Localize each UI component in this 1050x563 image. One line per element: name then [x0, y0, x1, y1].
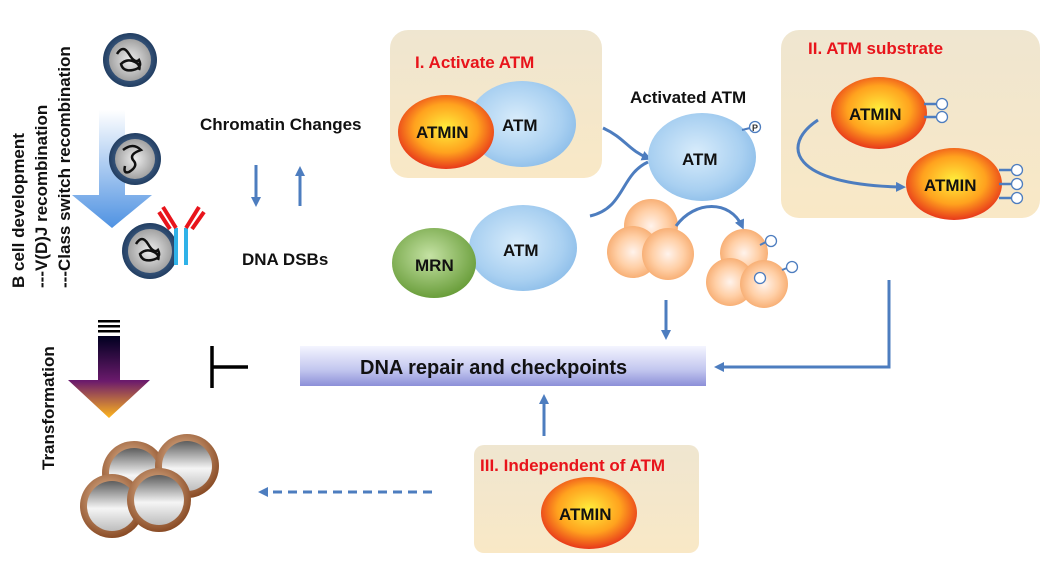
chromatin-dsb-arrows: [251, 165, 305, 207]
chromatin-squiggle: [115, 47, 142, 72]
b-cell-2: [109, 133, 161, 185]
atmin-node: [541, 477, 637, 549]
atmin-label: ATMIN: [416, 123, 469, 142]
phospho-icon: [748, 120, 762, 134]
atmin-node: [398, 95, 494, 169]
phospho-icon: [1010, 191, 1024, 205]
substrate-arrow: [796, 118, 906, 192]
repair-arrows: [258, 280, 891, 497]
atm-label: ATM: [503, 241, 539, 260]
atmin-node: [906, 148, 1002, 220]
repair-label: DNA repair and checkpoints: [360, 357, 627, 379]
phospho-icon: [764, 234, 778, 248]
atmin-label: ATMIN: [849, 105, 902, 124]
phospho-icon: [1010, 163, 1024, 177]
label-class-switch: ---Class switch recombination: [55, 46, 74, 288]
phospho-icon: [935, 110, 949, 124]
atm-node: [648, 113, 756, 201]
activation-arrows: [589, 126, 652, 218]
b-cell-3: [122, 223, 178, 279]
box1-title: I. Activate ATM: [415, 53, 534, 72]
label-b-cell-development: B cell development: [9, 133, 28, 288]
phospho-icon: [1010, 177, 1024, 191]
b-cell-development: B cell development ---V(D)J recombinatio…: [9, 33, 206, 288]
box3-title: III. Independent of ATM: [480, 456, 665, 475]
phospho-icon: [935, 97, 949, 111]
tumor-cell: [80, 474, 144, 538]
tumor-cells: [80, 434, 219, 538]
label-transformation: Transformation: [39, 346, 58, 470]
phospho-icon: [753, 271, 767, 285]
atmin-label: ATMIN: [924, 176, 977, 195]
phospho-group: [999, 163, 1024, 205]
b-cell-1: [103, 33, 157, 87]
mrn-atm-complex: ATM MRN: [392, 205, 577, 298]
tumor-cell: [127, 468, 191, 532]
chromatin-squiggle: [122, 144, 144, 174]
phospho-label: P: [752, 123, 758, 133]
atmin-node: [831, 77, 927, 149]
atm-node: [469, 205, 577, 291]
box-atm-substrate: II. ATM substrate ATMIN ATMIN: [781, 30, 1040, 220]
activated-atm: ATM P: [648, 113, 762, 201]
atmin-label: ATMIN: [559, 505, 612, 524]
box-independent-of-atm: III. Independent of ATM ATMIN: [474, 445, 699, 553]
atm-node: [468, 81, 576, 167]
dna-repair-bar: DNA repair and checkpoints: [300, 346, 706, 386]
atm-label: ATM: [682, 150, 718, 169]
box2-title: II. ATM substrate: [808, 39, 943, 58]
phospho-group: [924, 97, 949, 124]
atm-label: ATM: [502, 116, 538, 135]
substrate-cluster: [607, 199, 799, 308]
mrn-label: MRN: [415, 256, 454, 275]
label-dna-dsbs: DNA DSBs: [242, 250, 328, 269]
inhibition-symbol: [210, 346, 248, 388]
chromatin-squiggle: [134, 237, 161, 262]
transformation-section: Transformation: [39, 320, 248, 538]
label-vdj-recombination: ---V(D)J recombination: [32, 105, 51, 288]
mrn-node: [392, 228, 476, 298]
antibody-icon: [157, 205, 206, 265]
label-chromatin-changes: Chromatin Changes: [200, 115, 362, 134]
phospho-icon: [785, 260, 799, 274]
label-activated-atm: Activated ATM: [630, 88, 746, 107]
box-activate-atm: I. Activate ATM ATM ATMIN: [390, 30, 602, 178]
transformation-arrow: [68, 320, 150, 418]
